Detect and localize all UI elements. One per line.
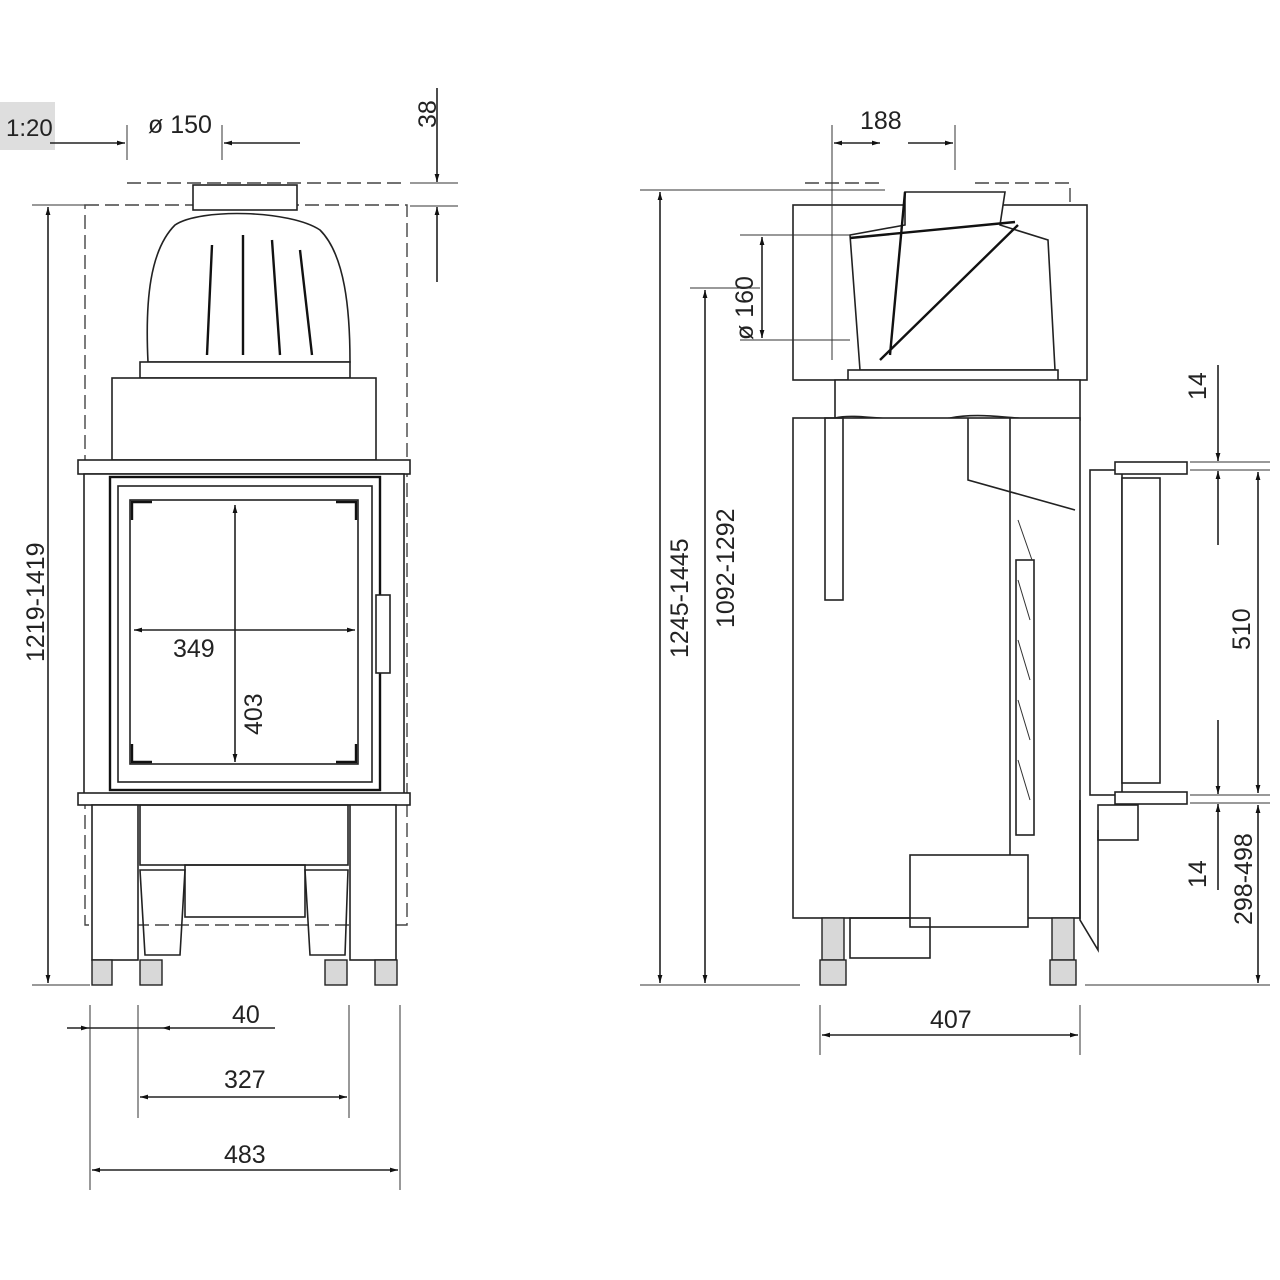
convection-chamber: [849, 191, 1056, 371]
glass-width-label: 349: [173, 635, 215, 663]
front-view: ø 150 38 1219-1419 349 403 40 327 483: [22, 88, 458, 1190]
total-height-label: 1245-1445: [666, 538, 694, 658]
outlet-height-label: 1092-1292: [712, 508, 740, 628]
glass-pane: [129, 499, 359, 765]
leg-offset-label: 40: [232, 1001, 260, 1029]
door-handle: [375, 594, 391, 674]
leg-spacing-label: 327: [224, 1066, 266, 1094]
rear-foot: [1049, 959, 1077, 986]
side-view: 188 ø 160 1245-1445 1092-1292 14 510 14 …: [640, 107, 1270, 1055]
flue-diameter-label: ø 150: [148, 111, 212, 139]
bottom-frame-band: [77, 792, 411, 806]
convection-dome: [146, 212, 351, 363]
scale-label: 1:20: [6, 115, 53, 142]
total-width-label: 483: [224, 1141, 266, 1169]
door-glass-side: [1121, 477, 1161, 784]
air-inlet-diameter-label: ø 160: [731, 276, 759, 340]
flue-offset-label: 188: [860, 107, 902, 135]
base-height-label: 298-498: [1230, 833, 1258, 925]
front-foot: [819, 959, 847, 986]
firebox-body: [792, 417, 1081, 919]
glass-height-label: 403: [240, 693, 268, 735]
flue-spigot: [192, 184, 298, 211]
scale-badge: 1:20: [0, 102, 55, 150]
total-height-label: 1219-1419: [22, 542, 50, 662]
adjustable-feet: [91, 959, 398, 986]
ash-box: [909, 854, 1029, 928]
top-gap-label: 14: [1184, 372, 1212, 400]
depth-label: 407: [930, 1006, 972, 1034]
top-box: [111, 377, 377, 461]
door-height-label: 510: [1228, 608, 1256, 650]
bottom-gap-label: 14: [1184, 860, 1212, 888]
top-frame-band: [77, 459, 411, 475]
flue-height-label: 38: [414, 100, 442, 128]
